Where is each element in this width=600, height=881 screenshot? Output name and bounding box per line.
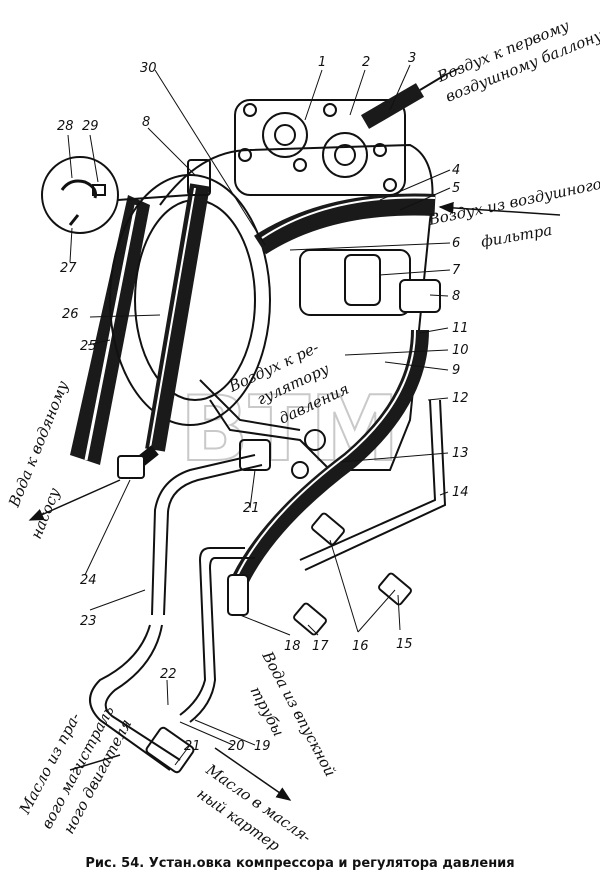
label-19: 19 bbox=[254, 739, 271, 754]
label-20: 20 bbox=[228, 739, 245, 754]
label-8-right: 8 bbox=[452, 289, 460, 304]
label-1: 1 bbox=[318, 55, 326, 70]
label-4: 4 bbox=[452, 163, 460, 178]
label-21-bottom: 21 bbox=[184, 739, 201, 754]
label-21-top: 21 bbox=[243, 501, 260, 516]
note-water-to-pump-1: Вода к водяному bbox=[5, 378, 72, 510]
label-22: 22 bbox=[160, 667, 177, 682]
label-6: 6 bbox=[452, 236, 460, 251]
label-10: 10 bbox=[452, 343, 469, 358]
label-17: 17 bbox=[312, 639, 329, 654]
part-number-labels: 1 2 3 4 5 6 7 8 9 10 11 12 13 14 15 16 1… bbox=[57, 51, 469, 754]
note-water-to-pump-2: насосу bbox=[27, 485, 64, 541]
air-intake-hose bbox=[254, 193, 436, 255]
label-28: 28 bbox=[57, 119, 74, 134]
mounting-studs bbox=[293, 512, 412, 636]
label-27: 27 bbox=[60, 261, 77, 276]
label-11: 11 bbox=[452, 321, 469, 336]
oil-pipes bbox=[89, 399, 447, 774]
label-18: 18 bbox=[284, 639, 301, 654]
air-outlet-pipe bbox=[360, 74, 446, 129]
label-24: 24 bbox=[80, 573, 97, 588]
note-air-from-filter-2: фильтра bbox=[480, 221, 554, 251]
label-9: 9 bbox=[452, 363, 460, 378]
label-13: 13 bbox=[452, 446, 469, 461]
label-2: 2 bbox=[362, 55, 370, 70]
label-30: 30 bbox=[140, 61, 157, 76]
water-outlet-hose bbox=[117, 159, 211, 479]
figure-caption: Рис. 54. Устан.овка компрессора и регуля… bbox=[85, 856, 515, 871]
label-26: 26 bbox=[62, 307, 79, 322]
label-29: 29 bbox=[82, 119, 99, 134]
label-8-left: 8 bbox=[142, 115, 150, 130]
label-14: 14 bbox=[452, 485, 469, 500]
label-12: 12 bbox=[452, 391, 469, 406]
label-5: 5 bbox=[452, 181, 460, 196]
water-inlet-hose bbox=[227, 279, 441, 616]
label-15: 15 bbox=[396, 637, 413, 652]
label-7: 7 bbox=[452, 263, 461, 278]
label-16: 16 bbox=[352, 639, 369, 654]
drive-belt bbox=[70, 195, 150, 465]
label-3: 3 bbox=[408, 51, 416, 66]
label-23: 23 bbox=[80, 614, 97, 629]
clamp-inset bbox=[41, 156, 191, 234]
label-25: 25 bbox=[80, 339, 97, 354]
flow-arrows bbox=[28, 67, 561, 801]
leader-lines bbox=[67, 64, 451, 766]
